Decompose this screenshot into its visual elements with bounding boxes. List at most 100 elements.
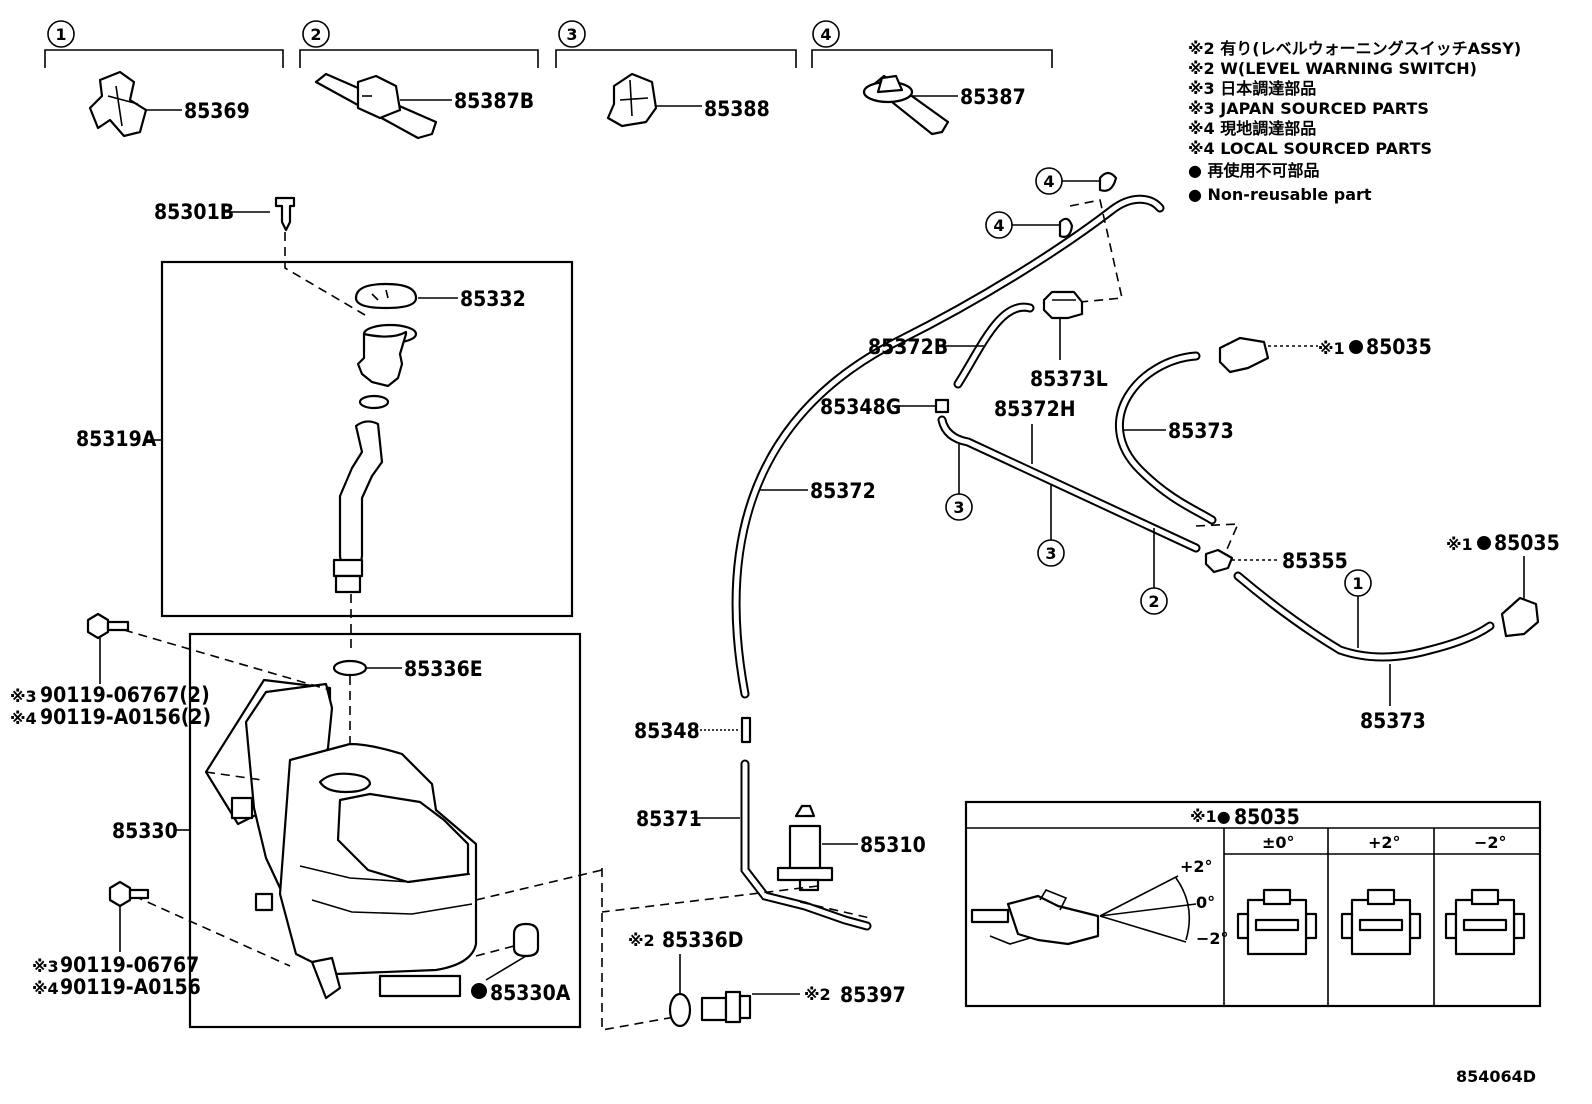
part-85397-label: 85397 bbox=[840, 983, 906, 1007]
part-85035-lower-label: 85035 bbox=[1494, 531, 1560, 555]
callout-4b: 4 bbox=[993, 216, 1004, 235]
pump-area: 85348 85371 85310 bbox=[601, 716, 926, 931]
filler-neck-icon bbox=[332, 323, 418, 594]
group-3-number: 3 bbox=[566, 25, 577, 44]
part-85336D-label: 85336D bbox=[662, 928, 743, 952]
bolt-lower-part-a: 90119-06767 bbox=[60, 953, 199, 977]
note-1: ※2 有り(レベルウォーニングスイッチASSY) bbox=[1188, 39, 1521, 58]
part-85387-label: 85387 bbox=[960, 85, 1026, 109]
hose-85372H: 85348G 85372H 3 3 2 bbox=[820, 395, 1201, 615]
note-3: ※3 日本調達部品 bbox=[1188, 79, 1316, 98]
inset-col-plus2: +2° bbox=[1368, 833, 1401, 852]
bolt-upper-part-a: 90119-06767(2) bbox=[40, 683, 210, 707]
cap-85332-icon bbox=[354, 282, 418, 310]
part-85301B-label: 85301B bbox=[154, 200, 234, 224]
part-85035-upper-mark: ※1 bbox=[1318, 339, 1345, 358]
inset-col-minus2: −2° bbox=[1474, 833, 1507, 852]
bolt-upper-mark3: ※3 bbox=[10, 687, 37, 706]
callout-4a: 4 bbox=[1043, 172, 1054, 191]
bolt-lower-mark4: ※4 bbox=[32, 979, 59, 998]
nozzle-85035-lower-icon bbox=[1500, 596, 1540, 638]
group-2: 2 85387B bbox=[299, 20, 539, 140]
bolt-lower-part-b: 90119-A0156 bbox=[60, 975, 201, 999]
bolt-upper-part-b: 90119-A0156(2) bbox=[40, 705, 211, 729]
part-85373-upper-label: 85373 bbox=[1168, 419, 1234, 443]
nozzle-85373L-icon bbox=[1042, 290, 1084, 320]
callout-3b: 3 bbox=[1045, 544, 1056, 563]
inset-col-0: ±0° bbox=[1262, 833, 1295, 852]
hose-85373-lower: 85355 1 85373 ※1 85035 bbox=[1195, 523, 1560, 733]
part-85330-label: 85330 bbox=[112, 819, 178, 843]
group-4-number: 4 bbox=[820, 25, 831, 44]
group-2-number: 2 bbox=[310, 25, 321, 44]
note-5: ※4 現地調達部品 bbox=[1188, 119, 1316, 138]
note-7: ● 再使用不可部品 bbox=[1188, 161, 1320, 180]
clip-85387-icon bbox=[862, 74, 950, 136]
legend-notes: ※2 有り(レベルウォーニングスイッチASSY) ※2 W(LEVEL WARN… bbox=[1188, 39, 1521, 204]
part-85373-lower-label: 85373 bbox=[1360, 709, 1426, 733]
clip-85387B-icon bbox=[314, 72, 438, 140]
clip-85369-icon bbox=[88, 70, 148, 138]
washer-tank-icon bbox=[204, 678, 478, 1000]
bolt-upper: ※3 90119-06767(2) ※4 90119-A0156(2) bbox=[10, 612, 211, 729]
grommet-85336E-icon bbox=[332, 659, 368, 677]
part-85372B-label: 85372B bbox=[868, 335, 948, 359]
nozzle-85373L: 85373L 85372B bbox=[868, 290, 1108, 391]
inset-angle-minus2: −2° bbox=[1196, 929, 1229, 948]
nozzle-side-view-icon bbox=[970, 889, 1100, 946]
hose-85372: 85372 bbox=[731, 194, 1165, 699]
part-85336E-label: 85336E bbox=[404, 657, 483, 681]
part-85355-label: 85355 bbox=[1282, 549, 1348, 573]
nozzle-front-plus2-icon bbox=[1340, 888, 1422, 956]
level-switch-85397-icon bbox=[700, 990, 752, 1024]
bolt-lower-mark3: ※3 bbox=[32, 957, 59, 976]
note-6: ※4 LOCAL SOURCED PARTS bbox=[1188, 139, 1432, 158]
note-4: ※3 JAPAN SOURCED PARTS bbox=[1188, 99, 1429, 118]
inset-title-mark: ※1● bbox=[1190, 807, 1231, 826]
part-85330A-label: 85330A bbox=[490, 981, 571, 1005]
callout-2: 2 bbox=[1148, 592, 1159, 611]
clip-85388-icon bbox=[606, 72, 658, 128]
joint-85348G-icon bbox=[934, 398, 950, 414]
part-85319A-label: 85319A bbox=[76, 427, 157, 451]
part-85348-label: 85348 bbox=[634, 719, 700, 743]
part-85310-label: 85310 bbox=[860, 833, 926, 857]
bolt-upper-mark4: ※4 bbox=[10, 709, 37, 728]
clip-callouts-4: 4 4 bbox=[985, 167, 1123, 303]
group-1: 1 85369 bbox=[44, 20, 284, 138]
bolt-lower: ※3 90119-06767 ※4 90119-A0156 bbox=[32, 880, 201, 999]
nozzle-front-0-icon bbox=[1236, 888, 1318, 956]
part-85397-mark: ※2 bbox=[804, 985, 831, 1004]
nozzle-front-minus2-icon bbox=[1444, 888, 1526, 956]
callout-1: 1 bbox=[1352, 574, 1363, 593]
part-85348G-label: 85348G bbox=[820, 395, 901, 419]
inset-angle-plus2: +2° bbox=[1180, 857, 1213, 876]
grommet-85336D-icon bbox=[668, 992, 692, 1028]
part-85372-label: 85372 bbox=[810, 479, 876, 503]
filler-assembly: 85301B 85332 85319A bbox=[76, 196, 574, 652]
grommet-85330A-icon bbox=[512, 922, 540, 958]
group-4: 4 85387 bbox=[811, 20, 1053, 136]
part-85336D-mark: ※2 bbox=[628, 931, 655, 950]
note-2: ※2 W(LEVEL WARNING SWITCH) bbox=[1188, 59, 1477, 78]
joint-85355-icon bbox=[1204, 548, 1234, 574]
part-85369-label: 85369 bbox=[184, 99, 250, 123]
inset-title-part: 85035 bbox=[1234, 805, 1300, 829]
joint-85348-icon bbox=[740, 716, 752, 744]
tank-assembly: 85336E 85330 85330A bbox=[112, 629, 603, 1029]
part-85035-upper-label: 85035 bbox=[1366, 335, 1432, 359]
level-switch-parts: ※2 85336D ※2 85397 bbox=[601, 868, 906, 1031]
note-8: ● Non-reusable part bbox=[1188, 185, 1372, 204]
figure-code: 854064D bbox=[1456, 1067, 1536, 1086]
part-85371-label: 85371 bbox=[636, 807, 702, 831]
part-85332-label: 85332 bbox=[460, 287, 526, 311]
filler-box bbox=[160, 260, 574, 618]
hose-85373-upper: 85373 ※1 85035 bbox=[1115, 335, 1432, 525]
group-1-number: 1 bbox=[55, 25, 66, 44]
group-3: 3 85388 bbox=[555, 20, 797, 128]
part-85372H-label: 85372H bbox=[994, 397, 1076, 421]
washer-pump-85310-icon bbox=[776, 804, 834, 892]
part-85035-lower-mark: ※1 bbox=[1446, 535, 1473, 554]
